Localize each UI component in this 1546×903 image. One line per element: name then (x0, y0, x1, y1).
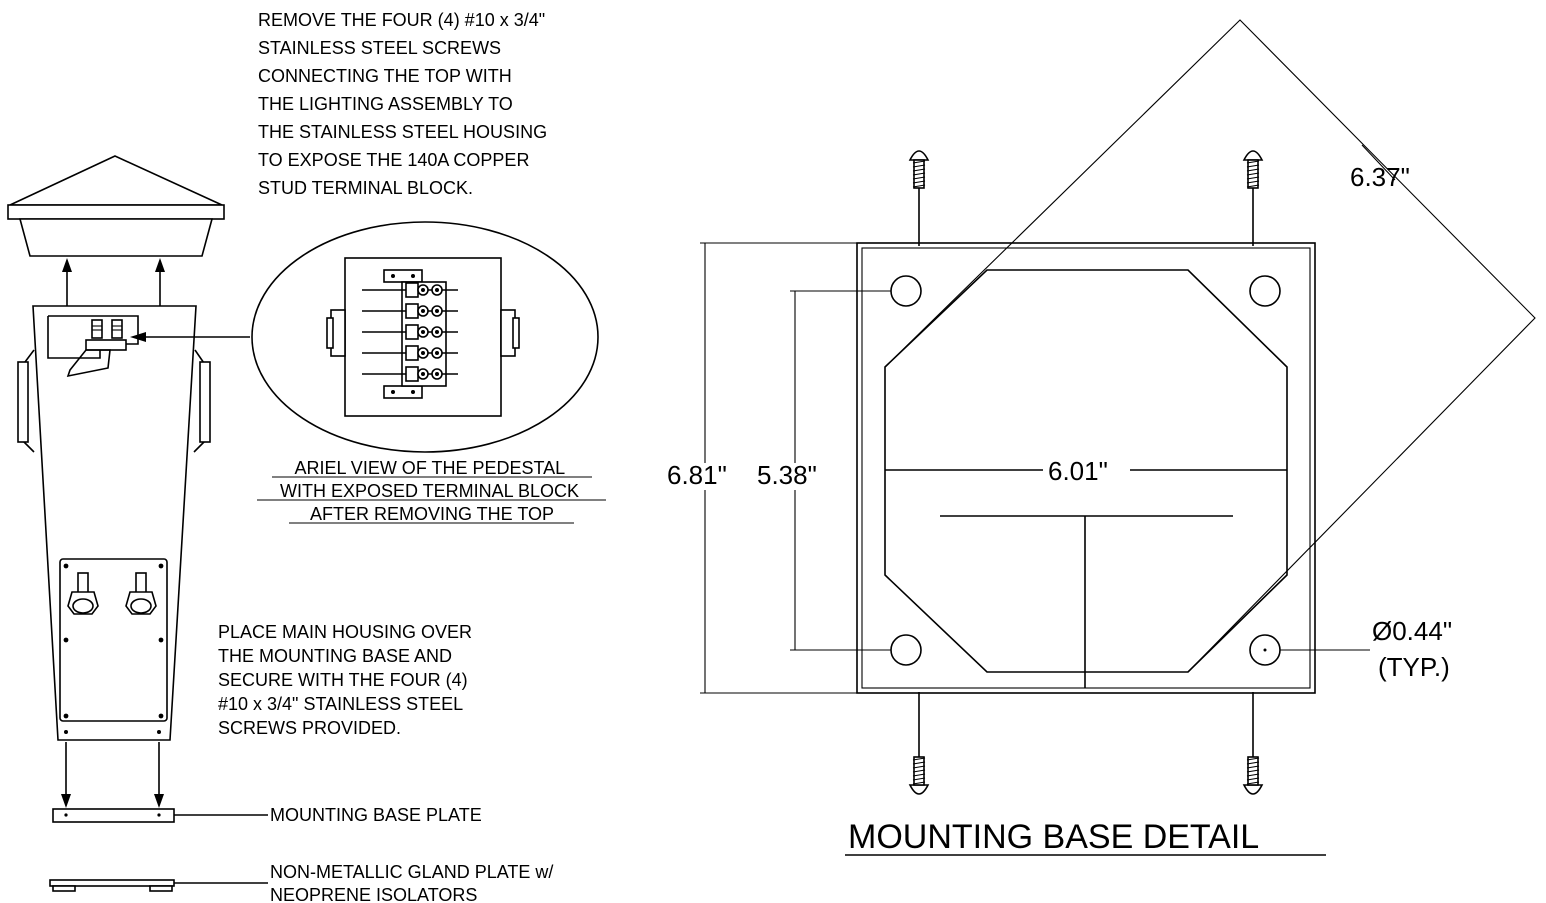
gland-plate (49, 879, 268, 892)
screw-icon (1242, 150, 1264, 246)
screw-arrows (61, 730, 164, 808)
terminal-nut-center (421, 288, 425, 292)
terminal-stud (405, 282, 419, 298)
label-gland-plate: NON-METALLIC GLAND PLATE w/ NEOPRENE ISO… (270, 862, 558, 903)
note-place-housing: PLACE MAIN HOUSING OVER THE MOUNTING BAS… (218, 622, 477, 738)
terminal-nut-center (435, 330, 439, 334)
terminal-block (362, 282, 458, 382)
aerial-caption-underlines (257, 476, 606, 524)
aerial-view-caption: ARIEL VIEW OF THE PEDESTAL WITH EXPOSED … (280, 458, 584, 524)
terminal-nut-center (421, 372, 425, 376)
note-remove-top: REMOVE THE FOUR (4) #10 x 3/4" STAINLESS… (258, 10, 552, 198)
terminal-stud (405, 324, 419, 340)
terminal-stud (405, 345, 419, 361)
mounting-screws (908, 150, 1264, 795)
terminal-stud (405, 366, 419, 382)
detail-leader (130, 332, 250, 342)
lift-arrows (62, 258, 165, 306)
terminal-nut-center (435, 309, 439, 313)
height-dimension-lines (700, 242, 891, 694)
dim-overall-height: 6.81" (667, 460, 727, 490)
dim-hole-diameter: Ø0.44" (1372, 616, 1452, 646)
mounting-base-plate (52, 808, 268, 823)
pedestal-top-cap (7, 155, 225, 257)
dim-diagonal: 6.37" (1350, 162, 1410, 192)
screw-icon (908, 692, 930, 795)
mounting-base-detail-title: MOUNTING BASE DETAIL (848, 818, 1259, 856)
pedestal-housing (17, 305, 211, 741)
terminal-nut-center (435, 288, 439, 292)
screw-icon (1242, 692, 1264, 795)
dim-width: 6.01" (1048, 456, 1108, 486)
dim-hole-spacing: 5.38" (757, 460, 817, 490)
mounting-holes (890, 275, 1281, 666)
screw-icon (908, 150, 930, 246)
terminal-nut-center (421, 330, 425, 334)
dim-hole-typical: (TYP.) (1378, 652, 1450, 682)
diagonal-dimension (884, 19, 1536, 673)
receptacle-right (125, 572, 157, 615)
terminal-nut-center (435, 351, 439, 355)
terminal-nut-center (435, 372, 439, 376)
receptacle-left (67, 572, 99, 615)
terminal-stud (405, 303, 419, 319)
terminal-nut-center (421, 309, 425, 313)
terminal-nut-center (421, 351, 425, 355)
label-mounting-base-plate: MOUNTING BASE PLATE (270, 805, 482, 825)
